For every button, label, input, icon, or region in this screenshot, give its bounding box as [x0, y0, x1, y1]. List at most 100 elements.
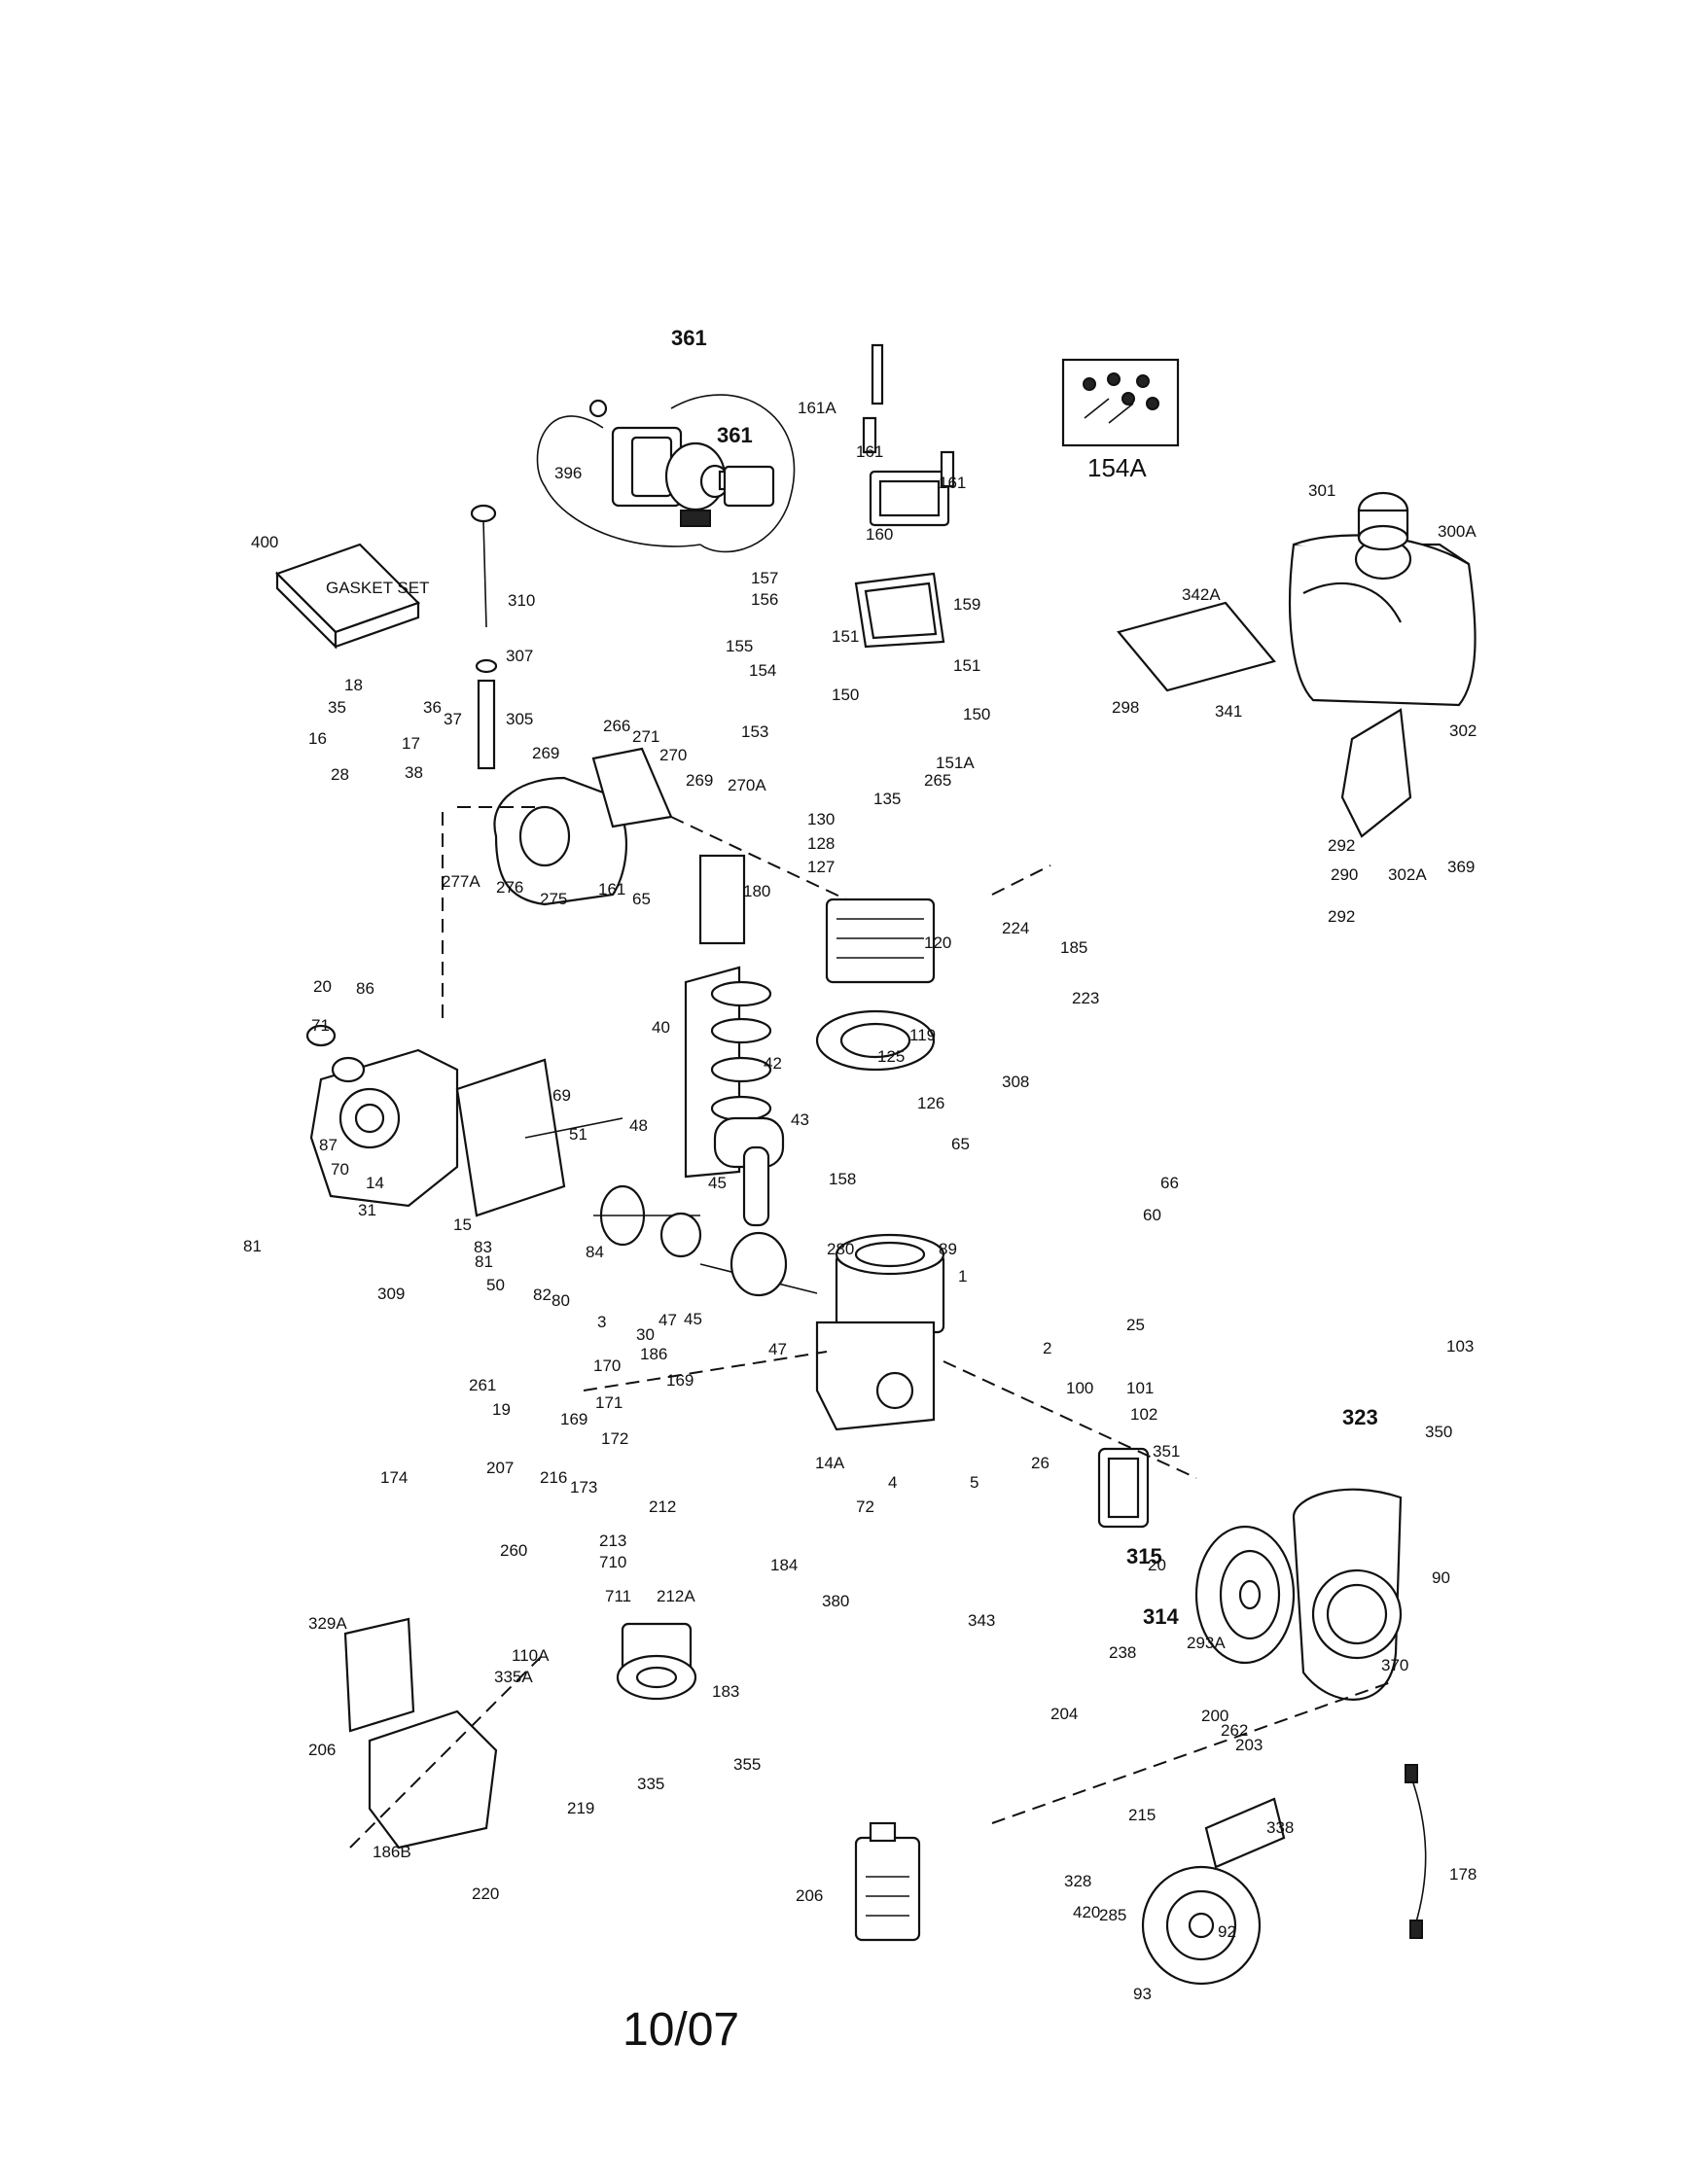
part-number-label: 216 [540, 1468, 567, 1487]
part-number-label: 370 [1381, 1656, 1408, 1674]
part-number-label: 310 [508, 591, 535, 610]
part-number-label: 14 [366, 1174, 384, 1192]
part-number-label: 184 [770, 1556, 798, 1574]
part-number-labels: 361361396161A161161160301300A40031030730… [243, 326, 1477, 2003]
engine-block [815, 1233, 945, 1431]
part-number-label: 2 [1043, 1339, 1051, 1357]
part-number-label: 161 [856, 442, 883, 461]
part-number-label: 156 [751, 590, 778, 609]
part-number-label: 355 [733, 1755, 761, 1774]
cylinder-head [815, 898, 936, 1072]
part-number-label: 350 [1425, 1423, 1452, 1441]
part-number-label: 155 [726, 637, 753, 655]
part-number-label: 30 [636, 1325, 655, 1344]
part-number-label: 50 [486, 1276, 505, 1294]
part-number-label: 102 [1130, 1405, 1157, 1424]
ignition-module [1097, 1447, 1150, 1529]
part-number-label: 60 [1143, 1206, 1161, 1224]
part-number-label: 260 [500, 1541, 527, 1560]
part-number-label: 204 [1050, 1705, 1078, 1723]
part-number-label: 20 [1148, 1556, 1166, 1574]
part-number-label: 183 [712, 1682, 739, 1701]
part-number-label: 300A [1438, 522, 1477, 541]
part-number-label: 266 [603, 717, 630, 735]
part-number-label: 275 [540, 890, 567, 908]
part-number-label: 86 [356, 979, 374, 998]
part-number-label: 215 [1128, 1806, 1156, 1824]
part-number-label: 87 [319, 1136, 338, 1154]
part-number-label: 36 [423, 698, 442, 717]
part-number-label: 174 [380, 1468, 408, 1487]
part-number-label: 212A [657, 1587, 695, 1605]
part-number-label: 302A [1388, 865, 1427, 884]
part-number-label: 290 [1331, 865, 1358, 884]
part-number-label: 710 [599, 1553, 626, 1571]
part-number-label: 213 [599, 1532, 626, 1550]
part-number-label: 335A [494, 1668, 533, 1686]
part-number-label: 171 [595, 1393, 623, 1412]
part-number-label: 206 [796, 1886, 823, 1905]
part-number-label: 18 [344, 676, 363, 694]
part-number-label: 20 [313, 977, 332, 996]
part-number-label: 292 [1328, 836, 1355, 855]
part-number-label: 16 [308, 729, 327, 748]
part-number-label: 206 [308, 1741, 336, 1759]
valve-cover-and-breather [854, 343, 955, 649]
part-number-label: 269 [532, 744, 559, 762]
spark-plug-lead [1405, 1764, 1427, 1939]
part-number-label: 65 [632, 890, 651, 908]
part-number-label: 84 [586, 1243, 604, 1261]
part-number-label: 37 [444, 710, 462, 728]
part-number-label: 711 [605, 1587, 631, 1605]
part-number-label: 89 [939, 1240, 957, 1258]
part-number-label: 161A [798, 399, 836, 417]
part-number-label: 186B [373, 1843, 411, 1861]
part-number-label: 307 [506, 647, 533, 665]
part-number-label: 151 [953, 656, 980, 675]
part-number-label: 301 [1308, 481, 1335, 500]
part-number-label: 69 [552, 1086, 571, 1105]
part-number-label: 154 [749, 661, 776, 680]
part-number-label: 185 [1060, 938, 1087, 957]
part-number-label: 128 [807, 834, 835, 853]
part-number-label: 127 [807, 858, 835, 876]
part-number-label: 305 [506, 710, 533, 728]
part-number-label: 35 [328, 698, 346, 717]
air-cleaner-box [343, 1617, 498, 1849]
part-number-label: 159 [953, 595, 980, 614]
part-number-label: 420 [1073, 1903, 1100, 1921]
part-number-label: 323 [1342, 1405, 1378, 1429]
part-number-label: 169 [666, 1371, 694, 1390]
tank-bracket [1117, 601, 1412, 838]
part-number-label: 309 [377, 1285, 405, 1303]
part-number-label: 31 [358, 1201, 376, 1219]
part-number-label: 158 [829, 1170, 856, 1188]
part-number-label: 82 [533, 1286, 552, 1304]
part-number-label: 38 [405, 763, 423, 782]
electric-starter-assembly [536, 394, 796, 553]
gasket-set-label: GASKET SET [326, 579, 429, 597]
fuel-tank [1288, 491, 1477, 707]
part-number-label: 315 [1126, 1544, 1162, 1568]
part-number-label: 45 [684, 1310, 702, 1328]
muffler-assembly [493, 747, 746, 945]
part-number-label: 3 [597, 1313, 606, 1331]
part-number-label: 17 [402, 734, 420, 753]
part-number-label: 329A [308, 1614, 347, 1633]
part-number-label: 92 [1218, 1922, 1236, 1941]
part-number-label: 19 [492, 1400, 511, 1419]
part-number-label: 100 [1066, 1379, 1093, 1397]
part-number-label: 66 [1160, 1174, 1179, 1192]
part-number-label: 81 [475, 1252, 493, 1271]
carburetor [616, 1622, 697, 1701]
part-number-label: 80 [552, 1291, 570, 1310]
part-number-label: 270 [659, 746, 687, 764]
part-number-label: 48 [629, 1116, 648, 1135]
part-number-label: 172 [601, 1429, 628, 1448]
part-number-label: 14A [815, 1454, 845, 1472]
part-number-label: 81 [243, 1237, 262, 1255]
part-number-label: 380 [822, 1592, 849, 1610]
part-number-label: 51 [569, 1125, 587, 1144]
part-number-label: 130 [807, 810, 835, 828]
